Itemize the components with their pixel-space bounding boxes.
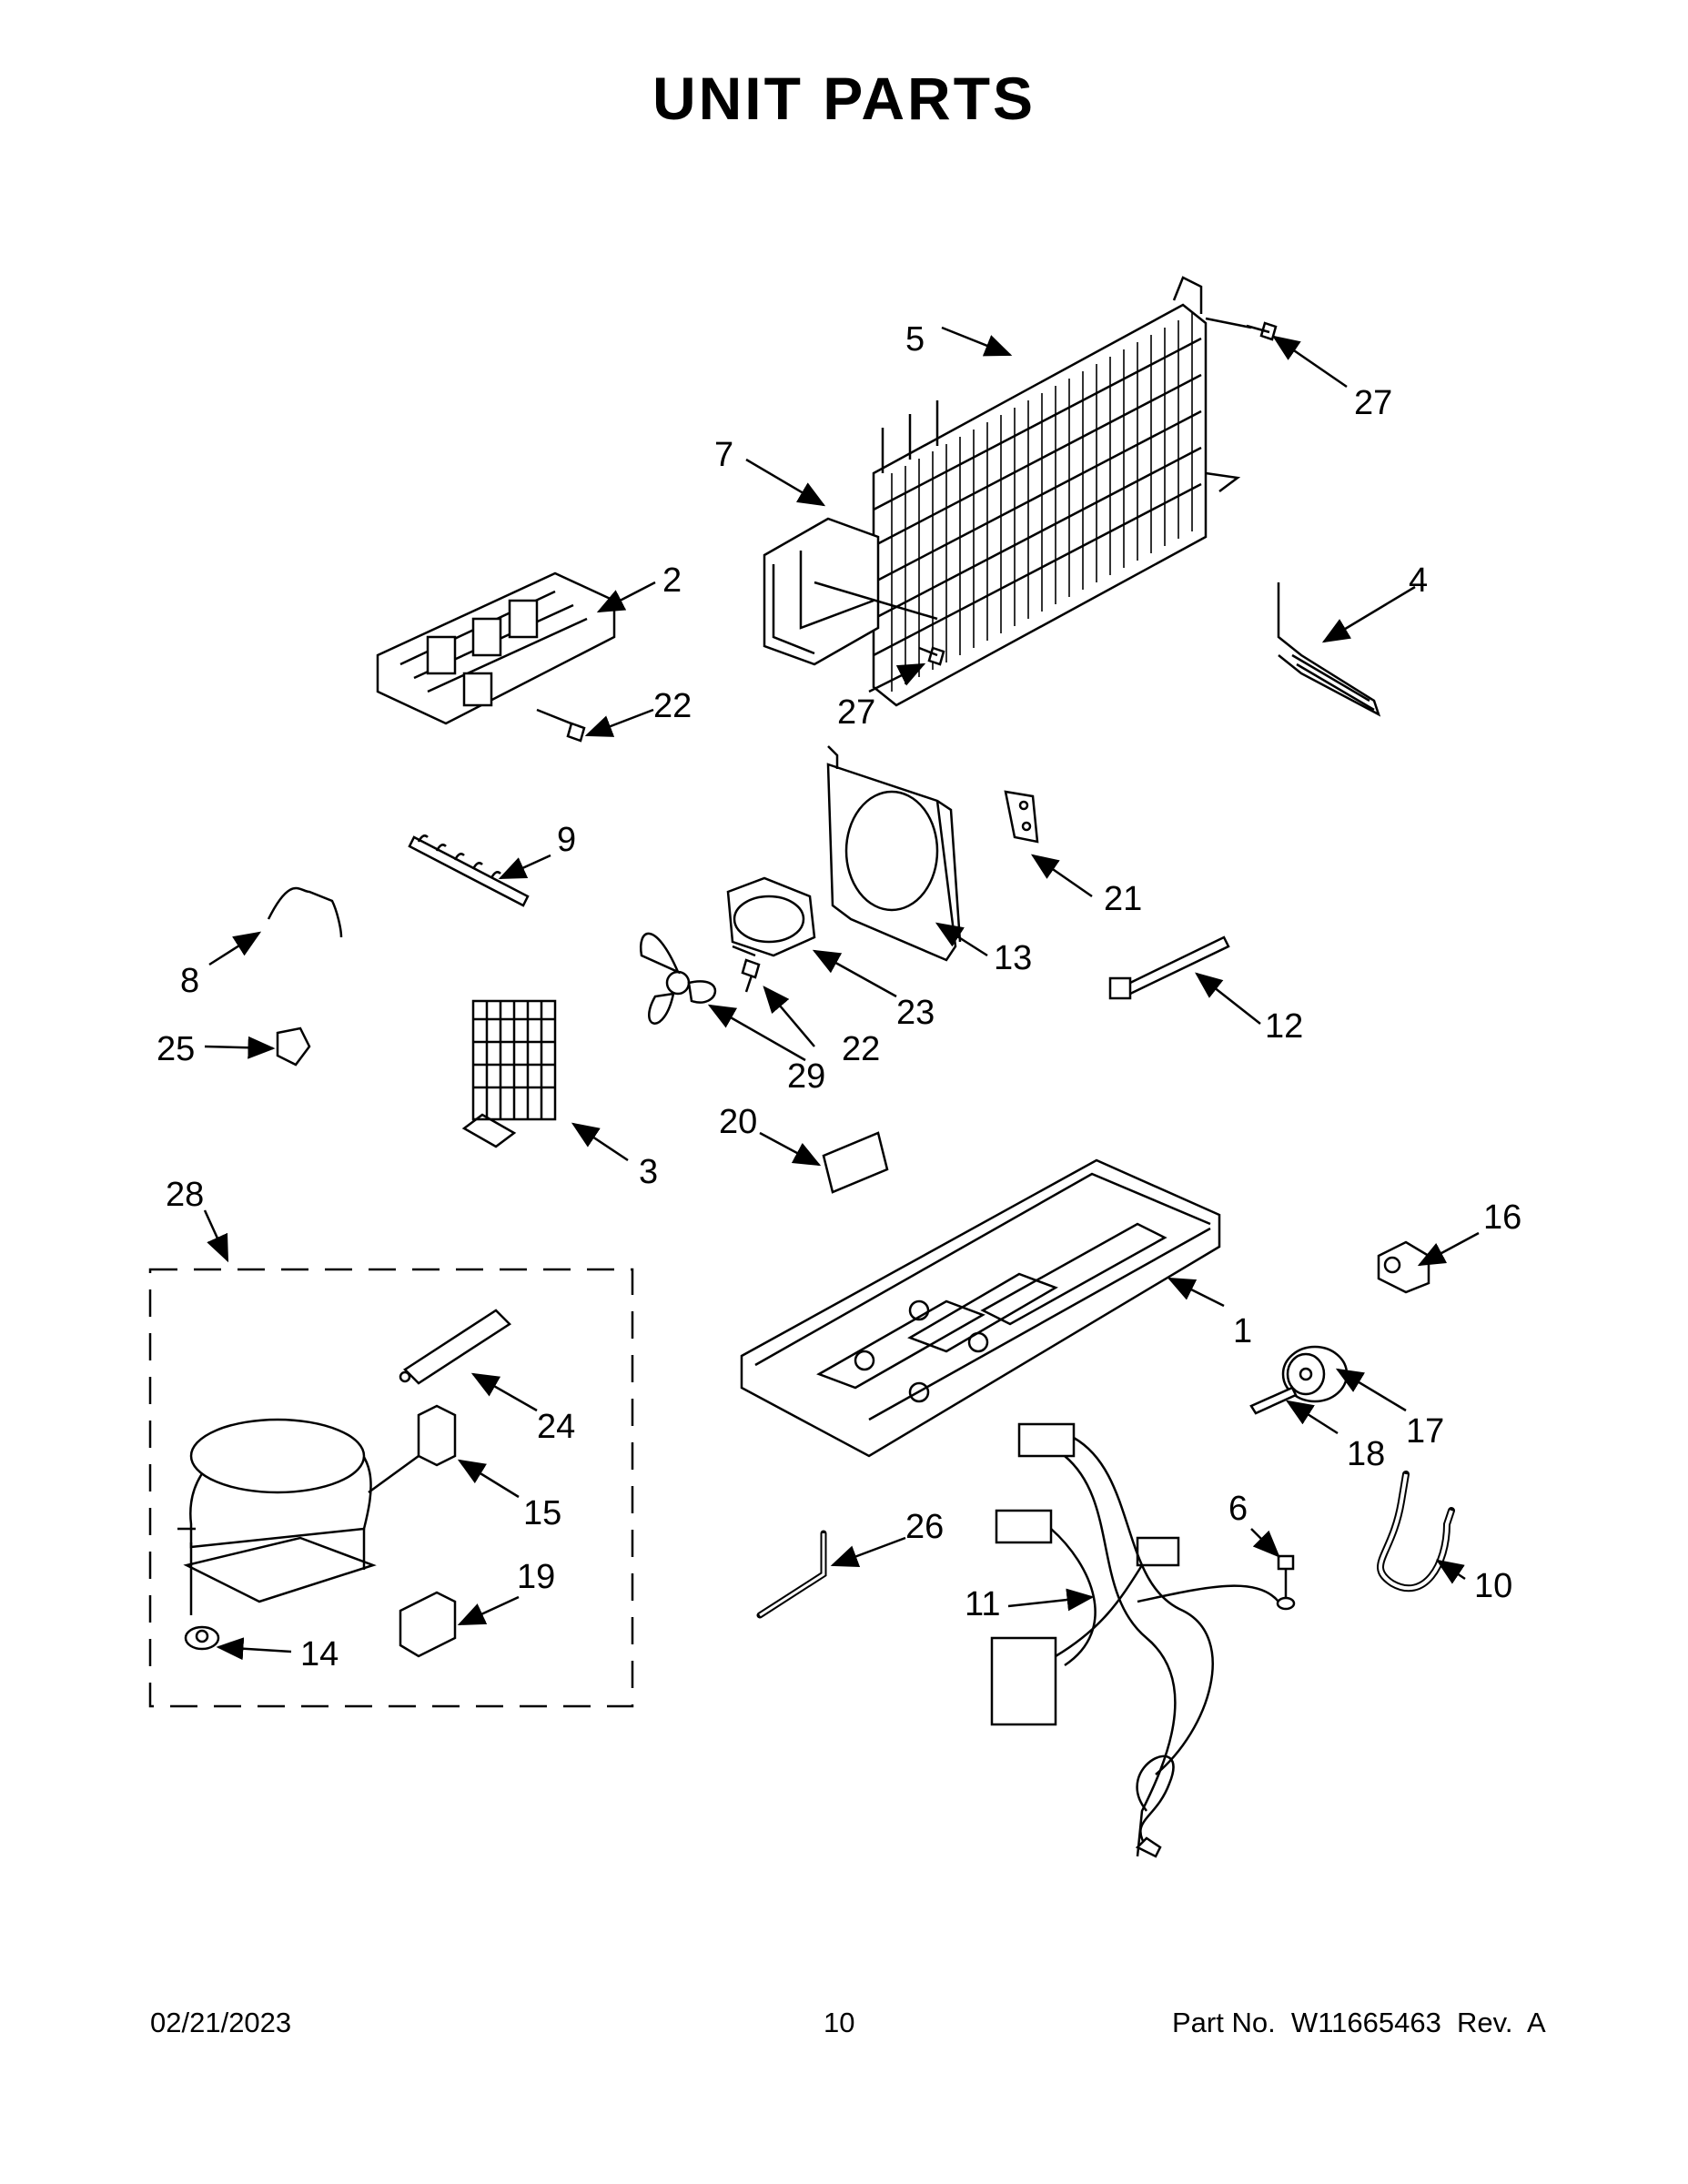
screw-27b xyxy=(918,646,945,666)
condenser-coil xyxy=(872,276,1252,707)
control-housing xyxy=(376,571,616,743)
callout-5: 5 xyxy=(905,320,925,359)
overload-protector xyxy=(399,1591,457,1658)
callout-4: 4 xyxy=(1409,561,1428,600)
callout-17: 17 xyxy=(1406,1412,1444,1451)
callout-19: 19 xyxy=(517,1558,555,1596)
condenser-tray xyxy=(763,517,938,666)
callout-13: 13 xyxy=(994,939,1032,977)
filter-drier xyxy=(399,1309,511,1385)
base-pan xyxy=(740,1158,1221,1458)
wire-clip xyxy=(267,886,343,938)
screw-22b xyxy=(741,958,761,993)
callout-24: 24 xyxy=(537,1408,575,1446)
callout-6: 6 xyxy=(1228,1490,1248,1528)
clip-16 xyxy=(1377,1240,1430,1294)
callout-labels: 5 7 27 4 2 22 27 9 21 8 13 12 23 22 25 2… xyxy=(157,320,1521,1673)
fan-blade xyxy=(639,932,717,1025)
callout-29: 29 xyxy=(787,1057,825,1096)
wire-harness xyxy=(990,1422,1279,1858)
callout-14: 14 xyxy=(300,1635,339,1673)
compressor xyxy=(177,1418,377,1651)
screw-6 xyxy=(1276,1554,1296,1611)
fan-shroud xyxy=(826,745,962,962)
fan-motor xyxy=(726,876,816,957)
footer-part-number: Part No. W11665463 Rev. A xyxy=(1172,2007,1546,2038)
callout-9: 9 xyxy=(557,821,576,859)
tube-26 xyxy=(756,1530,827,1619)
footer-page-number: 10 xyxy=(824,2007,855,2038)
tube-10 xyxy=(1377,1471,1455,1592)
callout-1: 1 xyxy=(1233,1312,1252,1350)
drain-tube xyxy=(408,834,530,907)
pin xyxy=(1249,1386,1298,1415)
callout-22b: 22 xyxy=(842,1030,880,1068)
callout-8: 8 xyxy=(180,962,199,1000)
callout-10: 10 xyxy=(1474,1567,1512,1605)
callout-7: 7 xyxy=(714,436,733,474)
evaporator xyxy=(461,999,557,1148)
cable-tie xyxy=(1108,935,1230,1000)
start-relay xyxy=(368,1404,457,1494)
callout-2: 2 xyxy=(662,561,682,600)
callout-27a: 27 xyxy=(1354,384,1392,422)
screw-27a xyxy=(1246,321,1278,341)
callout-18: 18 xyxy=(1347,1435,1385,1473)
callout-3: 3 xyxy=(639,1153,658,1191)
callout-26: 26 xyxy=(905,1508,944,1546)
callout-28: 28 xyxy=(166,1176,204,1214)
leader-lines xyxy=(203,326,1480,1661)
clip-25 xyxy=(276,1026,311,1067)
page-title: UNIT PARTS xyxy=(652,65,1036,132)
callout-16: 16 xyxy=(1483,1198,1521,1237)
footer-date: 02/21/2023 xyxy=(150,2007,292,2038)
callout-20: 20 xyxy=(719,1103,757,1141)
bracket-21 xyxy=(1004,790,1039,844)
sensor-wire xyxy=(1277,582,1381,717)
callout-21: 21 xyxy=(1104,880,1142,918)
circuit-board xyxy=(822,1131,889,1194)
compressor-kit-box xyxy=(148,1268,634,1708)
callout-22a: 22 xyxy=(653,687,692,725)
callout-15: 15 xyxy=(523,1494,561,1532)
callout-27b: 27 xyxy=(837,693,875,732)
callout-23: 23 xyxy=(896,994,935,1032)
callout-11: 11 xyxy=(965,1585,1000,1623)
callout-12: 12 xyxy=(1265,1007,1303,1046)
callout-25: 25 xyxy=(157,1030,195,1068)
